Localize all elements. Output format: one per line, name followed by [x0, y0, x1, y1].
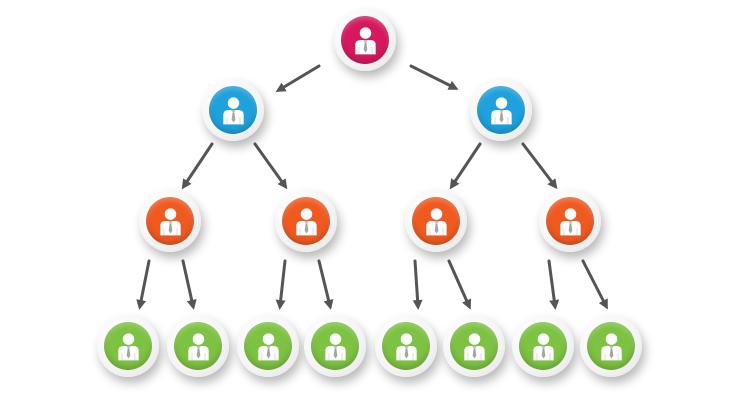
person-node-disc — [382, 322, 430, 370]
person-with-tie-icon — [395, 332, 417, 360]
person-node-disc — [587, 322, 635, 370]
person-node-disc — [282, 197, 330, 245]
person-node-level-3 — [405, 190, 467, 252]
arrow-icon — [181, 142, 214, 190]
person-with-tie-icon — [222, 96, 244, 124]
person-node-disc — [104, 322, 152, 370]
person-node-disc — [146, 197, 194, 245]
arrow-icon — [449, 142, 482, 190]
person-node-level-4 — [97, 315, 159, 377]
person-with-tie-icon — [532, 332, 554, 360]
person-node-level-1 — [334, 9, 396, 71]
person-node-level-4 — [167, 315, 229, 377]
person-with-tie-icon — [354, 26, 376, 54]
person-with-tie-icon — [425, 207, 447, 235]
person-node-disc — [519, 322, 567, 370]
arrow-icon — [253, 142, 288, 190]
person-node-disc — [244, 322, 292, 370]
arrow-icon — [181, 259, 197, 310]
arrow-icon — [275, 259, 287, 310]
person-node-level-3 — [275, 190, 337, 252]
arrow-icon — [521, 142, 558, 190]
person-node-level-4 — [580, 315, 642, 377]
person-node-level-4 — [375, 315, 437, 377]
arrow-icon — [547, 259, 560, 310]
person-with-tie-icon — [117, 332, 139, 360]
person-with-tie-icon — [257, 332, 279, 360]
person-with-tie-icon — [159, 207, 181, 235]
person-node-disc — [209, 86, 257, 134]
arrow-icon — [317, 259, 334, 310]
person-node-level-2 — [202, 79, 264, 141]
person-node-disc — [341, 16, 389, 64]
person-with-tie-icon — [324, 332, 346, 360]
arrow-icon — [275, 64, 321, 93]
arrow-icon — [447, 259, 472, 310]
person-node-level-3 — [139, 190, 201, 252]
person-with-tie-icon — [187, 332, 209, 360]
arrow-icon — [136, 259, 151, 310]
person-node-level-2 — [470, 79, 532, 141]
arrow-icon — [409, 64, 459, 90]
person-node-level-4 — [512, 315, 574, 377]
arrow-icon — [412, 259, 423, 310]
person-with-tie-icon — [600, 332, 622, 360]
arrow-icon — [581, 259, 608, 310]
person-node-level-3 — [539, 190, 601, 252]
person-node-disc — [477, 86, 525, 134]
person-node-disc — [412, 197, 460, 245]
person-with-tie-icon — [490, 96, 512, 124]
person-with-tie-icon — [559, 207, 581, 235]
person-node-level-4 — [304, 315, 366, 377]
person-node-disc — [546, 197, 594, 245]
person-with-tie-icon — [463, 332, 485, 360]
person-node-level-4 — [237, 315, 299, 377]
person-node-disc — [311, 322, 359, 370]
person-node-level-4 — [443, 315, 505, 377]
person-node-disc — [174, 322, 222, 370]
person-with-tie-icon — [295, 207, 317, 235]
person-node-disc — [450, 322, 498, 370]
